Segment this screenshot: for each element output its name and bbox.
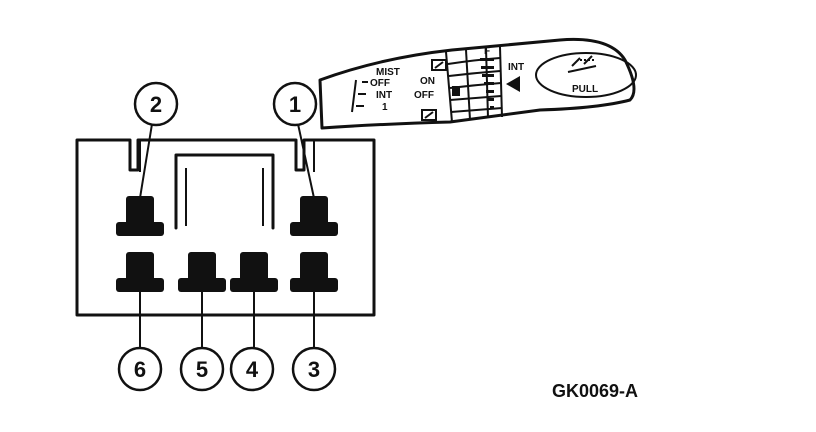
switch-position-off-left: OFF xyxy=(370,78,390,89)
callout-4: 4 xyxy=(229,346,275,392)
callout-1-label: 1 xyxy=(289,92,301,117)
switch-position-mist: MIST xyxy=(376,67,400,78)
callout-5: 5 xyxy=(179,346,225,392)
terminal-2-pin xyxy=(116,196,164,236)
int-arrow-icon xyxy=(506,76,520,92)
switch-position-on: ON xyxy=(420,76,435,87)
knob-pull-label: PULL xyxy=(572,84,598,95)
switch-position-off-right: OFF xyxy=(414,90,434,101)
figure-id: GK0069-A xyxy=(552,381,638,401)
callout-5-label: 5 xyxy=(196,357,208,382)
connector-key-recess xyxy=(174,153,275,230)
callout-2-label: 2 xyxy=(150,92,162,117)
terminal-1-pin xyxy=(290,196,338,236)
callout-4-label: 4 xyxy=(246,357,259,382)
callout-3: 3 xyxy=(291,346,337,392)
callout-6: 6 xyxy=(117,346,163,392)
terminal-3-pin xyxy=(290,252,338,292)
int-label: INT xyxy=(508,62,524,73)
terminal-5-pin xyxy=(178,252,226,292)
svg-text:F: F xyxy=(484,46,490,57)
wiper-symbol-icon xyxy=(567,55,597,73)
callout-1: 1 xyxy=(272,81,318,127)
wiper-stalk-switch: F MIST OFF INT 1 ON OFF INT PULL xyxy=(318,37,637,130)
leader-line-1 xyxy=(297,123,315,199)
washer-icon-top xyxy=(431,59,447,71)
callout-3-label: 3 xyxy=(308,357,320,382)
washer-icon-bottom xyxy=(421,109,437,121)
switch-position-1: 1 xyxy=(382,102,388,113)
switch-indicator-marker xyxy=(452,86,460,96)
callout-6-label: 6 xyxy=(134,357,146,382)
leader-line-2 xyxy=(139,123,153,199)
connector-housing xyxy=(75,138,376,317)
callout-2: 2 xyxy=(133,81,179,127)
terminal-6-pin xyxy=(116,252,164,292)
switch-position-int-left: INT xyxy=(376,90,392,101)
connector-key-inner-left xyxy=(185,168,264,226)
int-scale-bars: F xyxy=(480,46,494,109)
terminal-4-pin xyxy=(230,252,278,292)
